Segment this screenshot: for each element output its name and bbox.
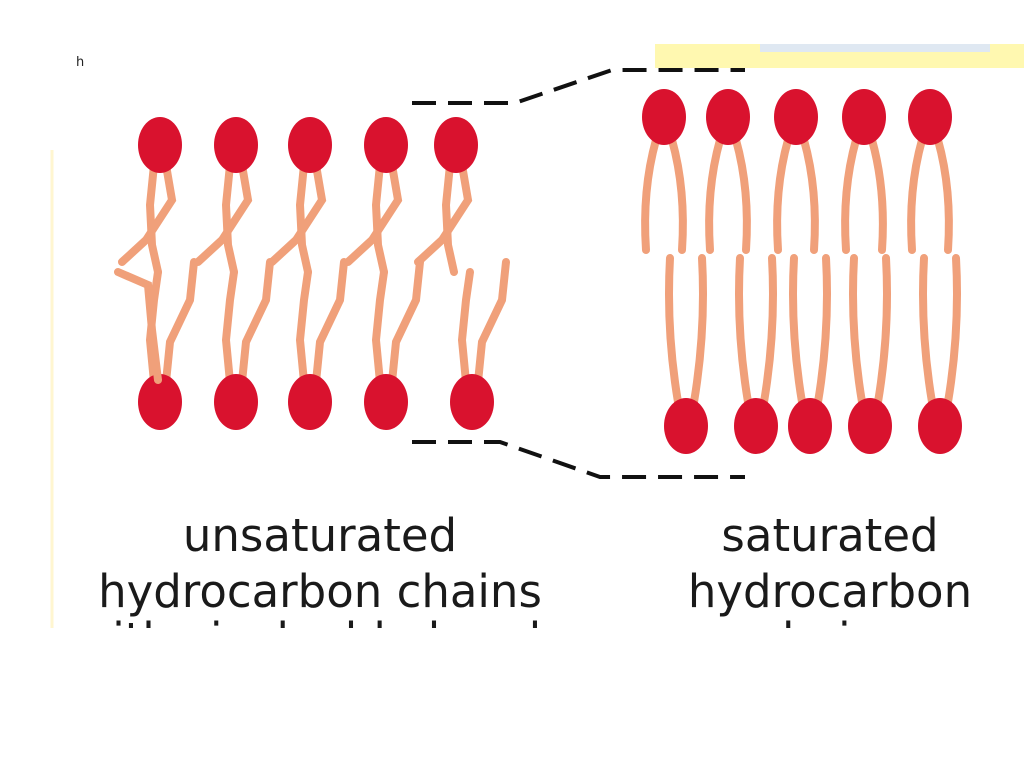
sat-tail-top-b — [800, 136, 819, 254]
cropped-area — [0, 628, 1024, 768]
unsaturated-bilayer — [114, 117, 510, 430]
corner-mark: h — [76, 55, 84, 70]
unsat-head-top — [364, 117, 408, 173]
highlight-strip-inner — [760, 44, 990, 52]
sat-tail-top-a — [705, 136, 724, 254]
unsat-tail-top-b — [414, 161, 473, 266]
unsat-tail-bottom-b — [388, 258, 424, 386]
sat-tail-top-a — [907, 136, 926, 254]
saturated-caption-line1: saturated — [721, 509, 939, 562]
unsat-head-top — [214, 117, 258, 173]
sat-tail-bottom-b — [814, 254, 831, 406]
unsat-tail-edge — [114, 268, 162, 384]
unsat-tail-bottom-a — [295, 268, 312, 386]
sat-tail-bottom-a — [849, 254, 866, 406]
unsat-tail-top-b — [118, 161, 177, 266]
unsat-tail-bottom-a — [371, 268, 388, 386]
unsat-head-bottom — [214, 374, 258, 430]
sat-head-bottom — [664, 398, 708, 454]
unsat-tail-bottom-a — [221, 268, 238, 386]
sat-tail-top-b — [934, 136, 953, 254]
sat-tail-top-a — [641, 136, 660, 254]
sat-tail-bottom-a — [919, 254, 936, 406]
sat-tail-bottom-b — [760, 254, 777, 406]
unsat-head-bottom — [138, 374, 182, 430]
sat-head-bottom — [918, 398, 962, 454]
sat-head-top — [706, 89, 750, 145]
unsat-head-top — [288, 117, 332, 173]
unsat-tail-bottom-b — [238, 258, 274, 386]
sat-head-top — [842, 89, 886, 145]
unsat-tail-bottom-a — [457, 268, 474, 386]
unsat-tail-top-b — [344, 161, 403, 266]
sat-tail-bottom-a — [735, 254, 752, 406]
unsat-tail-bottom-b — [162, 258, 198, 386]
unsat-tail-bottom-b — [312, 258, 348, 386]
unsat-head-bottom — [288, 374, 332, 430]
sat-head-top — [774, 89, 818, 145]
sat-tail-top-b — [668, 136, 687, 254]
zoom-dash-bottom — [412, 440, 745, 479]
sat-tail-bottom-b — [690, 254, 707, 406]
sat-head-top — [908, 89, 952, 145]
sat-tail-top-b — [732, 136, 751, 254]
sat-tail-bottom-a — [665, 254, 682, 406]
saturated-bilayer — [641, 89, 962, 454]
saturated-caption: saturated hydrocarbon — [640, 508, 1020, 620]
unsat-head-bottom — [450, 374, 494, 430]
unsaturated-caption-line1: unsaturated — [182, 509, 458, 562]
zoom-dash-top — [412, 68, 745, 105]
saturated-caption-line2: hydrocarbon — [687, 565, 973, 618]
unsat-tail-top-b — [194, 161, 253, 266]
unsat-head-top — [434, 117, 478, 173]
sat-head-bottom — [734, 398, 778, 454]
unsaturated-caption-line2: hydrocarbon chains — [98, 565, 542, 618]
sat-tail-bottom-a — [789, 254, 806, 406]
sat-tail-top-b — [868, 136, 887, 254]
sat-tail-top-a — [773, 136, 792, 254]
unsat-tail-top-b — [268, 161, 327, 266]
unsat-tail-bottom-b — [474, 258, 510, 386]
sat-tail-bottom-b — [874, 254, 891, 406]
sat-head-bottom — [848, 398, 892, 454]
unsaturated-caption: unsaturated hydrocarbon chains — [60, 508, 580, 620]
unsat-head-bottom — [364, 374, 408, 430]
sat-head-bottom — [788, 398, 832, 454]
sat-head-top — [642, 89, 686, 145]
unsat-head-top — [138, 117, 182, 173]
sat-tail-bottom-b — [944, 254, 961, 406]
sat-tail-top-a — [841, 136, 860, 254]
